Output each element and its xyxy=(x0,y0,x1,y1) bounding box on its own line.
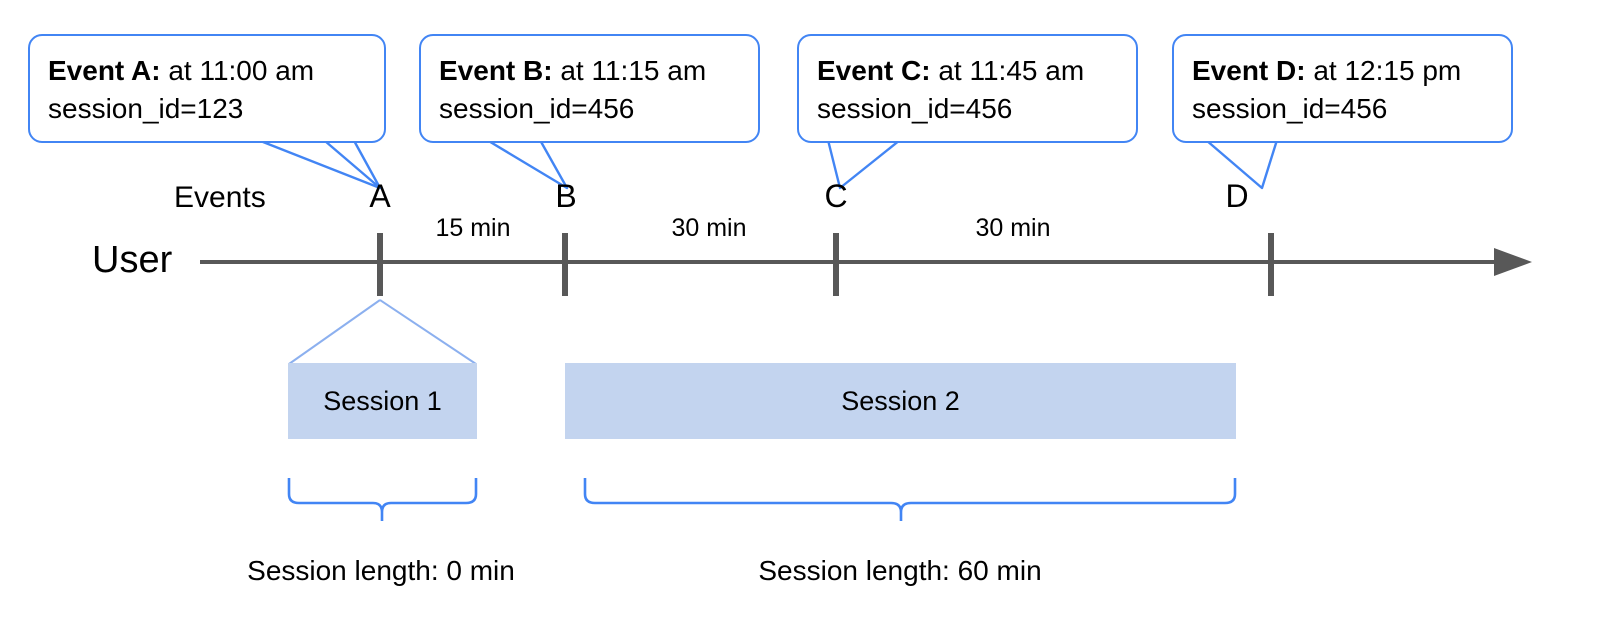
callout-d-lead: Event D: xyxy=(1192,55,1306,86)
callout-a-session: session_id=123 xyxy=(48,92,244,124)
gap-label-c-d: 30 min xyxy=(975,214,1051,242)
timeline-axis xyxy=(200,248,1532,276)
axis-label-user: User xyxy=(92,239,173,281)
callout-tail-a xyxy=(257,136,382,190)
event-letter-a: A xyxy=(369,178,391,214)
callout-c-session: session_id=456 xyxy=(817,92,1013,124)
session-length-caption-2: Session length: 60 min xyxy=(758,555,1042,586)
callout-d-session: session_id=456 xyxy=(1192,92,1388,124)
callout-b-time: at 11:15 am xyxy=(552,55,707,86)
callout-a-time: at 11:00 am xyxy=(160,55,315,86)
callout-event-a[interactable]: Event A: at 11:00 am session_id=123 xyxy=(28,34,386,144)
brace-session-2 xyxy=(583,478,1237,521)
session-bar-2[interactable]: Session 2 xyxy=(565,363,1236,439)
gap-label-b-c: 30 min xyxy=(671,214,747,242)
event-letter-d: D xyxy=(1225,178,1249,214)
session-bar-2-label: Session 2 xyxy=(841,385,960,416)
callout-tail-d xyxy=(1205,139,1279,190)
session-bar-1[interactable]: Session 1 xyxy=(288,363,477,439)
event-letter-c: C xyxy=(824,178,848,214)
callout-c-time: at 11:45 am xyxy=(930,55,1085,86)
callout-b-session: session_id=456 xyxy=(439,92,635,124)
event-letter-b: B xyxy=(555,178,577,214)
gap-label-a-b: 15 min xyxy=(435,214,511,242)
session1-funnel xyxy=(288,299,477,365)
callout-c-lead: Event C: xyxy=(817,55,931,86)
callout-d-time: at 12:15 pm xyxy=(1305,55,1462,86)
axis-label-events: Events xyxy=(174,181,266,214)
callout-event-b[interactable]: Event B: at 11:15 am session_id=456 xyxy=(419,34,760,144)
callout-a-lead: Event A: xyxy=(48,55,161,86)
callout-b-lead: Event B: xyxy=(439,55,553,86)
callout-event-c[interactable]: Event C: at 11:45 am session_id=456 xyxy=(797,34,1138,144)
session-length-caption-1: Session length: 0 min xyxy=(247,555,515,586)
axis-arrow-icon xyxy=(1494,248,1532,276)
callout-tail-c xyxy=(826,139,901,190)
callout-tail-b xyxy=(486,138,569,190)
session-bar-1-label: Session 1 xyxy=(323,385,442,416)
callout-event-d[interactable]: Event D: at 12:15 pm session_id=456 xyxy=(1172,34,1513,144)
brace-session-1 xyxy=(287,478,478,521)
